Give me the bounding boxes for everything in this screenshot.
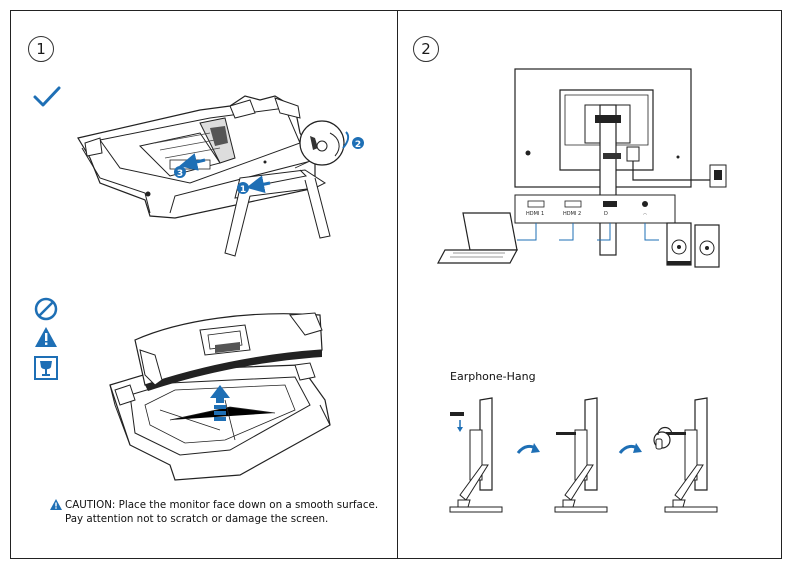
- fragile-icon: [34, 356, 58, 380]
- page-frame: [10, 10, 782, 559]
- check-icon: [33, 86, 61, 107]
- step-2-number: 2: [421, 40, 431, 58]
- svg-text:⌒: ⌒: [643, 212, 647, 218]
- monitor-lift-illustration: [109, 312, 331, 481]
- step-1-number: 1: [36, 40, 46, 58]
- port-label-hdmi-2: HDMI 2: [563, 211, 582, 217]
- panel-divider: [397, 10, 398, 559]
- step-1-badge: 1: [28, 36, 54, 62]
- caution-icon: [50, 499, 62, 510]
- callout-1: 1: [240, 185, 246, 195]
- no-icon: [34, 297, 58, 321]
- port-label-hdmi-1: HDMI 1: [526, 211, 545, 217]
- earphone-hang-title: Earphone-Hang: [450, 370, 536, 383]
- stand-removal-illustration: 2 1 3: [77, 95, 364, 257]
- earphone-hang-illustration: [449, 397, 718, 513]
- callout-3: 3: [177, 169, 183, 179]
- step-2-badge: 2: [413, 36, 439, 62]
- callout-2: 2: [355, 140, 361, 150]
- connections-illustration: ⌒: [436, 68, 727, 268]
- caution-line-1: CAUTION: Place the monitor face down on …: [65, 499, 379, 511]
- warning-icon: [35, 327, 57, 347]
- caution-line-2: Pay attention not to scratch or damage t…: [65, 513, 329, 525]
- port-label-dp: D: [604, 211, 608, 217]
